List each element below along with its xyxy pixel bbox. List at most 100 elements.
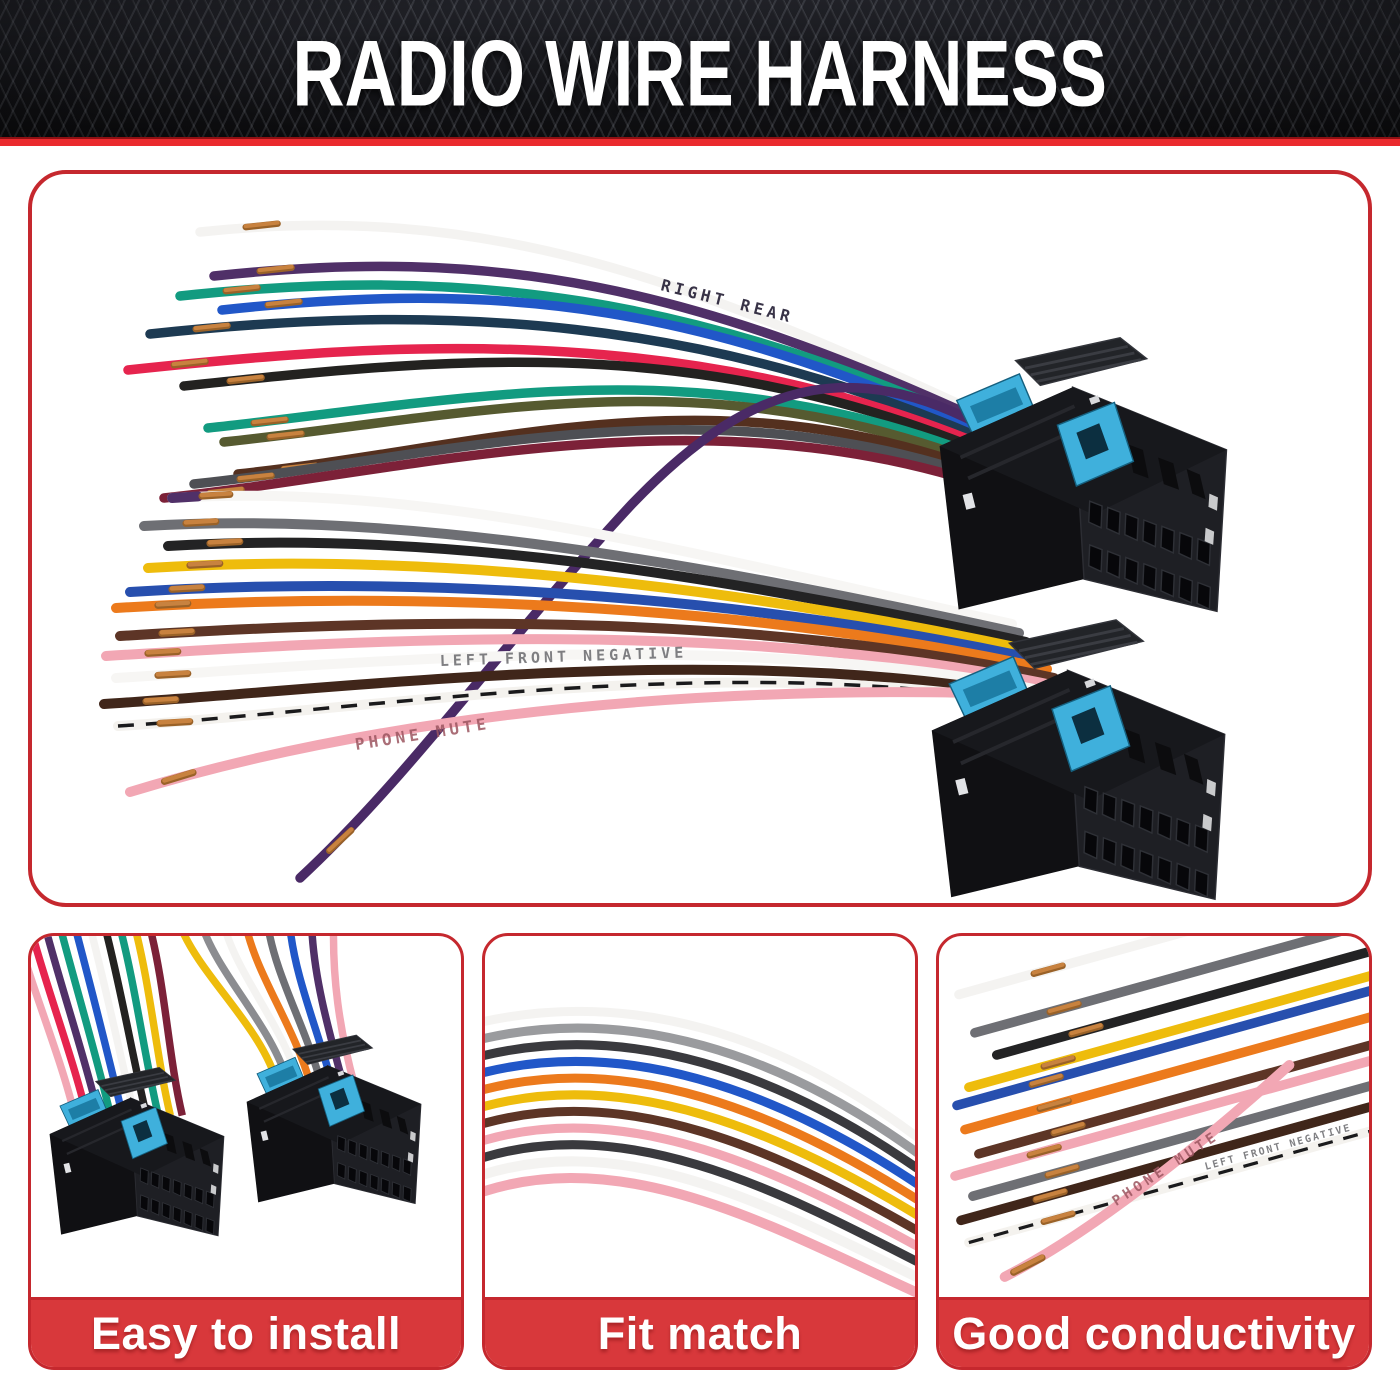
copper-strand <box>1041 1055 1075 1068</box>
wire-bundle-closeup-photo <box>485 1006 915 1297</box>
copper-strand <box>199 491 233 498</box>
wire <box>485 1073 915 1204</box>
copper-strand <box>1045 1164 1079 1177</box>
copper-strand <box>187 560 223 567</box>
wire <box>485 1006 915 1142</box>
wire <box>58 936 115 1117</box>
wire <box>189 425 1077 519</box>
header-banner: RADIO WIRE HARNESS <box>0 0 1400 146</box>
wire <box>195 220 1007 429</box>
copper-strand <box>223 284 260 293</box>
wire <box>31 936 91 1117</box>
wire <box>139 518 1024 638</box>
left-connector <box>49 1066 225 1237</box>
wire <box>209 261 1014 438</box>
wire <box>111 595 1052 674</box>
copper-strand <box>1051 1122 1085 1135</box>
wire <box>148 936 186 1117</box>
copper-strand <box>1029 1073 1063 1086</box>
feature-image <box>485 936 915 1297</box>
copper-strand <box>207 538 243 545</box>
wire <box>203 385 1056 492</box>
copper-strand <box>257 264 294 273</box>
wire <box>308 936 348 1087</box>
wire <box>175 280 1021 447</box>
wire <box>485 1106 915 1235</box>
copper-strand <box>193 322 230 331</box>
copper-strand <box>1041 1210 1075 1223</box>
feature-image <box>31 936 461 1297</box>
copper-strand <box>145 648 181 655</box>
wire <box>143 558 1038 656</box>
wire <box>159 435 1084 528</box>
wire <box>485 1040 915 1173</box>
copper-strand <box>169 584 205 591</box>
wire <box>103 936 151 1117</box>
copper-strand <box>267 430 304 439</box>
wire <box>179 357 1049 483</box>
feature-caption: Fit match <box>485 1297 915 1367</box>
copper-strand <box>227 374 264 383</box>
copper-strand <box>159 628 195 635</box>
copper-strand <box>243 220 280 229</box>
wire-bundle <box>485 1006 915 1297</box>
wire <box>163 537 1031 647</box>
feature-caption: Easy to install <box>31 1297 461 1367</box>
copper-strand <box>162 769 196 783</box>
wire <box>485 1090 915 1220</box>
wire <box>485 1123 915 1251</box>
wire <box>485 1140 915 1266</box>
copper-strand <box>157 718 193 725</box>
feature-caption: Good conductivity <box>939 1297 1369 1367</box>
copper-strand <box>1069 1023 1103 1036</box>
wire <box>115 618 1059 683</box>
page-title: RADIO WIRE HARNESS <box>292 19 1108 126</box>
copper-strand <box>1027 1144 1061 1157</box>
red-accent-line <box>0 137 1400 146</box>
copper-strand <box>265 298 302 307</box>
copper-strand <box>1033 1188 1067 1201</box>
wire <box>287 936 337 1087</box>
feature-label: Fit match <box>597 1307 803 1359</box>
wire <box>145 314 1035 465</box>
wire <box>485 1156 915 1282</box>
copper-strand <box>1037 1097 1071 1110</box>
copper-strand <box>183 518 219 525</box>
wire <box>219 396 1063 501</box>
wire <box>125 581 1045 665</box>
right-connector <box>246 1034 422 1205</box>
wire <box>485 1056 915 1188</box>
wire <box>118 936 163 1117</box>
copper-strand <box>327 827 354 852</box>
copper-strand <box>237 472 274 481</box>
wire <box>167 490 1017 629</box>
upper-harness: RIGHT REAR <box>123 220 1084 883</box>
copper-strand <box>143 696 179 703</box>
wire <box>31 966 79 1117</box>
wire <box>485 1172 915 1297</box>
wire <box>244 936 315 1087</box>
connectors-closeup-photo <box>31 936 422 1237</box>
wire <box>123 343 1042 474</box>
feature-card-easy-install: Easy to install <box>28 933 464 1370</box>
wire <box>88 936 139 1117</box>
wire <box>329 936 359 1087</box>
copper-strand <box>1011 1254 1045 1274</box>
wire <box>111 649 1073 701</box>
wire <box>133 936 174 1117</box>
lower-connector <box>931 619 1226 901</box>
carbon-mesh-vignette <box>0 0 1400 146</box>
wire <box>99 664 1080 710</box>
feature-label: Good conductivity <box>952 1307 1356 1359</box>
wire <box>295 383 1037 883</box>
copper-strand <box>155 670 191 677</box>
copper-strand <box>251 416 288 425</box>
